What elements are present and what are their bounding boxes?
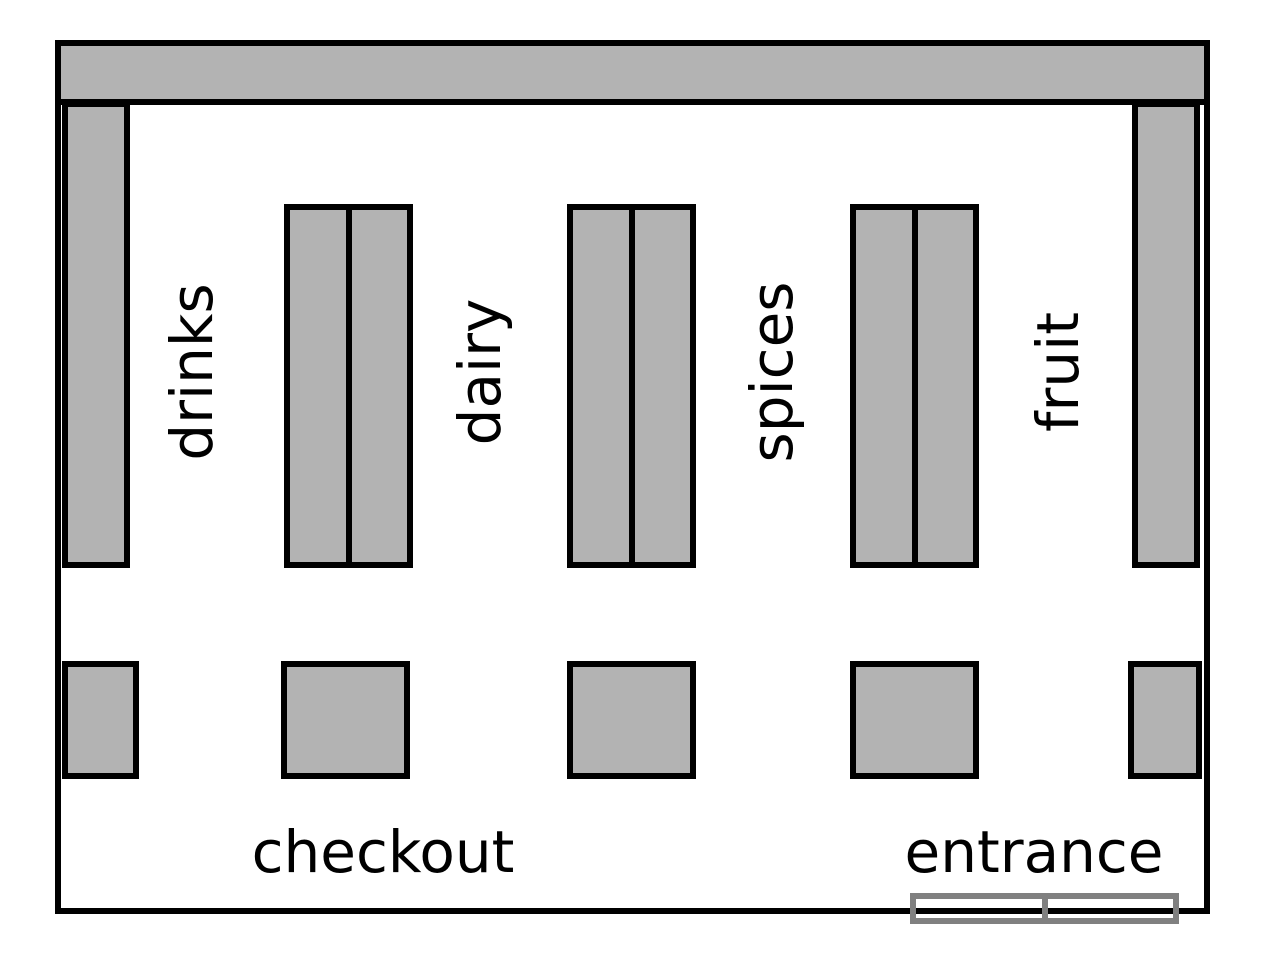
right-wall-shelf <box>1132 101 1200 568</box>
shelf-unit-1 <box>284 204 413 568</box>
checkout-block-5 <box>1128 661 1202 779</box>
checkout-block-4 <box>850 661 979 779</box>
checkout-block-2 <box>281 661 410 779</box>
checkout-block-1 <box>62 661 139 779</box>
shelf-unit-3-right <box>912 204 979 568</box>
shelf-unit-2-left <box>567 204 635 568</box>
aisle-label-fruit: fruit <box>1024 312 1092 432</box>
checkout-block-3 <box>567 661 696 779</box>
shelf-unit-3 <box>850 204 979 568</box>
top-wall-shelf <box>55 40 1210 105</box>
aisle-label-drinks: drinks <box>158 283 226 460</box>
left-wall-shelf <box>62 101 130 568</box>
area-label-entrance: entrance <box>905 818 1164 886</box>
shelf-unit-2 <box>567 204 696 568</box>
shelf-unit-1-left <box>284 204 352 568</box>
entrance-door-right <box>1042 893 1179 924</box>
shelf-unit-3-left <box>850 204 918 568</box>
shelf-unit-1-right <box>346 204 413 568</box>
aisle-label-dairy: dairy <box>446 299 514 446</box>
area-label-checkout: checkout <box>252 818 515 886</box>
aisle-label-spices: spices <box>738 282 806 463</box>
shelf-unit-2-right <box>629 204 696 568</box>
